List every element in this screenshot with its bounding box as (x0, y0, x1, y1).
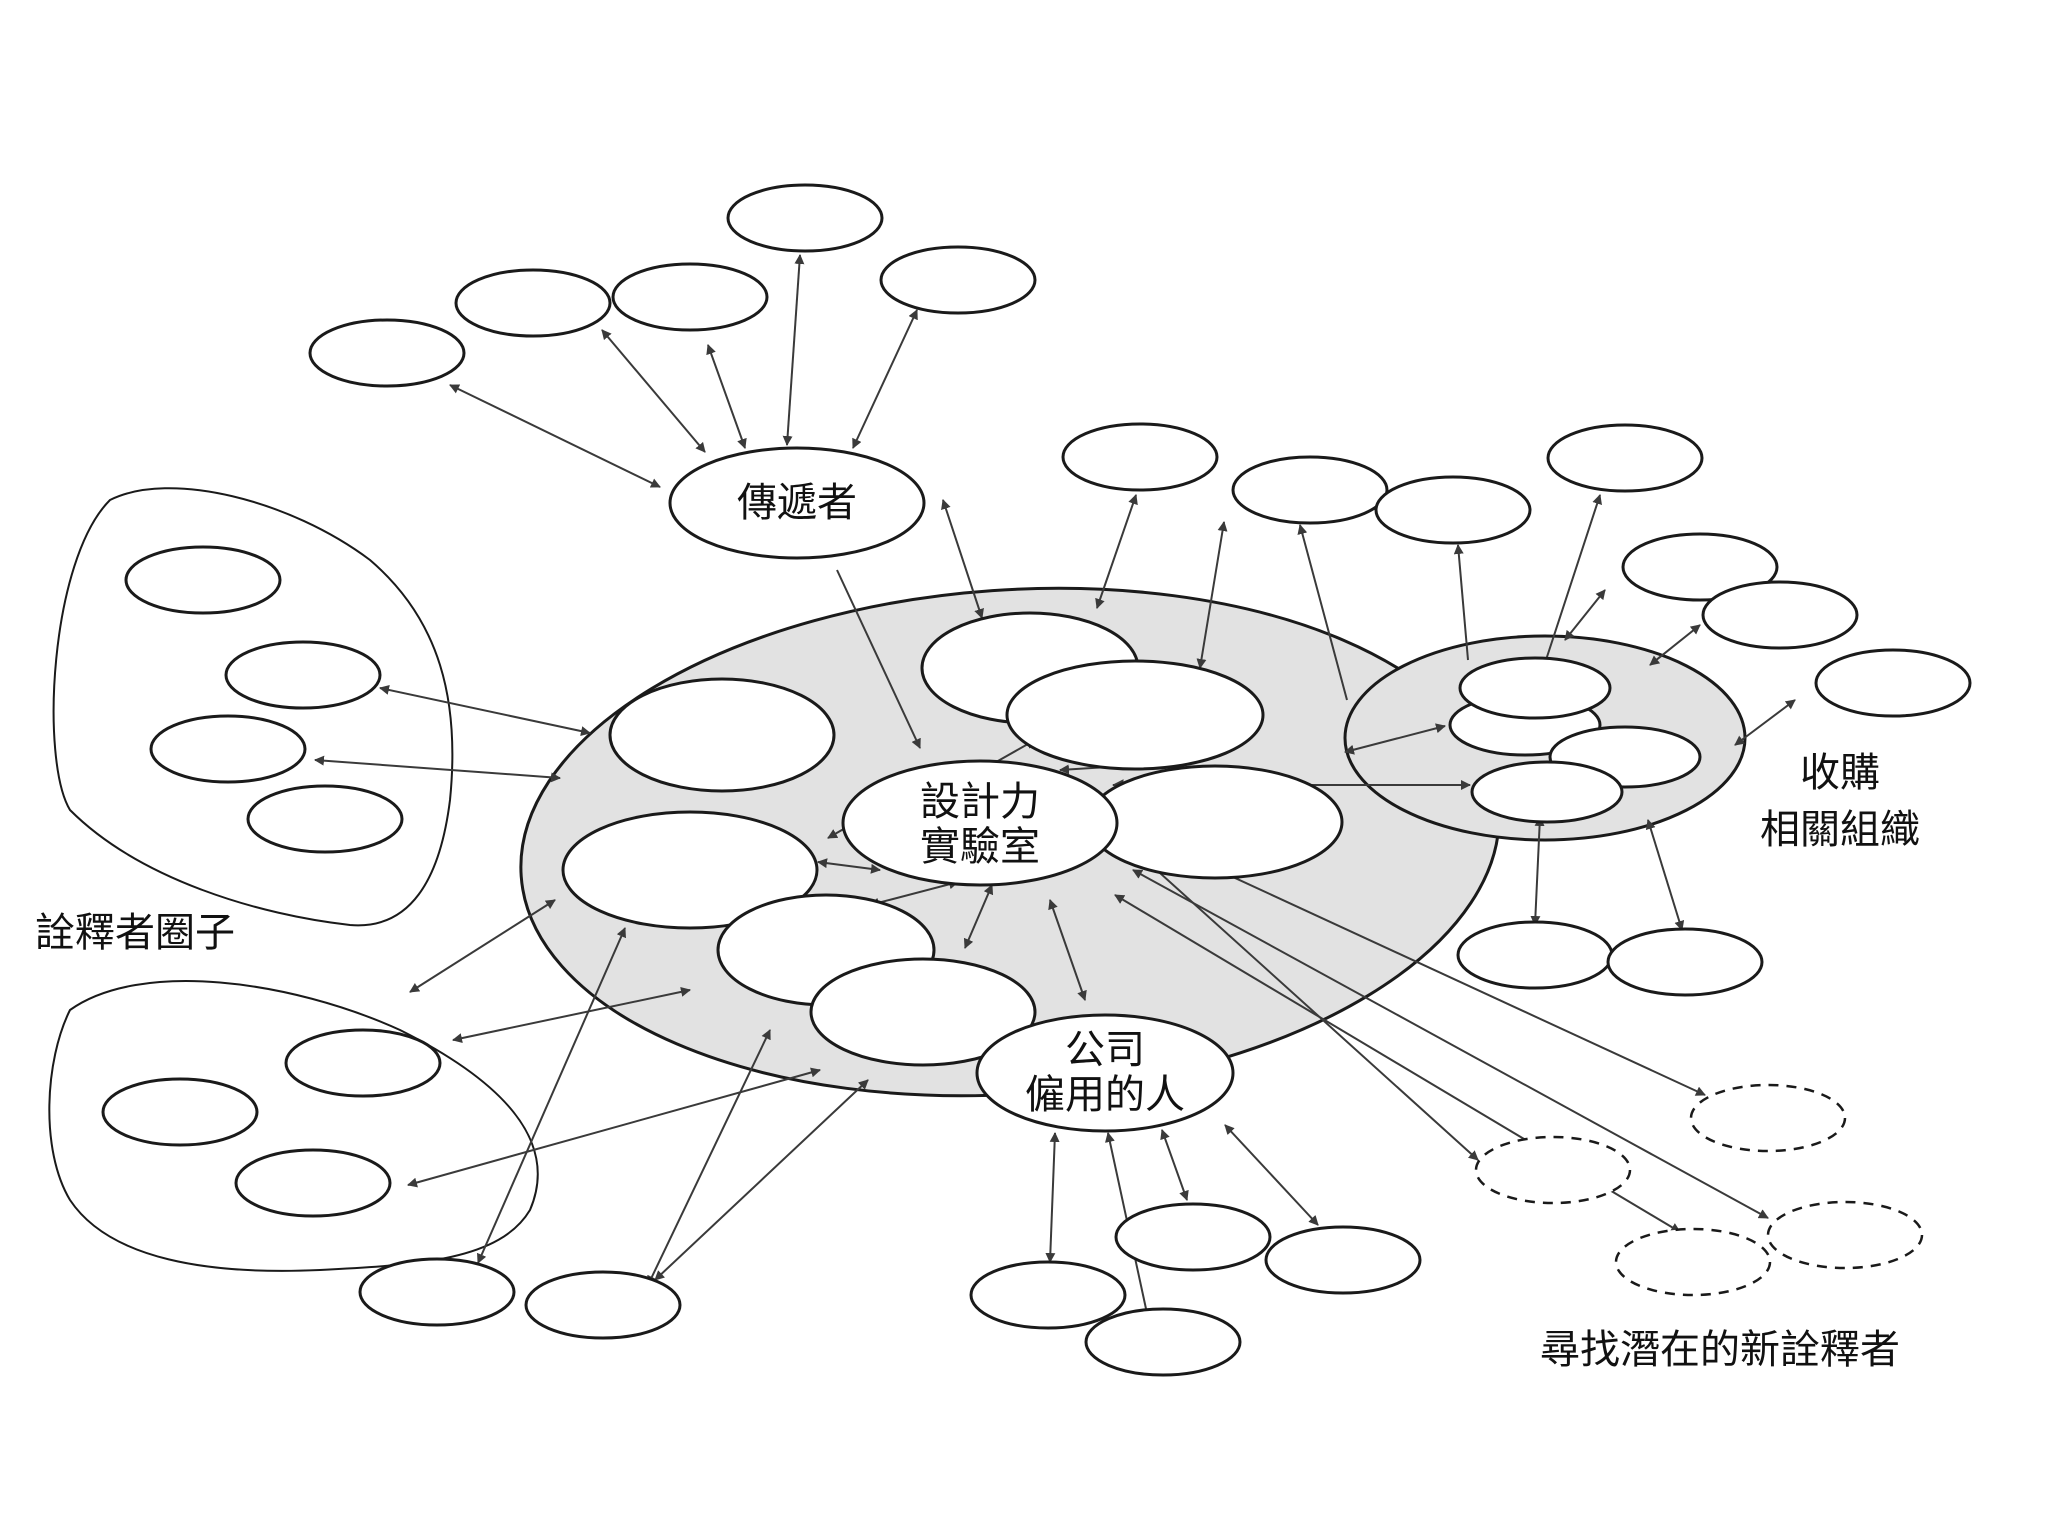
new-interpreters-label: 尋找潛在的新詮釋者 (1540, 1327, 1900, 1373)
transmitter-nodes (308, 183, 1037, 388)
design-lab-label-line1: 設計力 (920, 779, 1040, 825)
design-lab-label-line2: 實驗室 (920, 824, 1040, 870)
design-lab-node (841, 759, 1119, 887)
interpreters-circle-lower (48, 980, 539, 1272)
acquisition-outer-nodes (1374, 423, 1972, 997)
transmitters-label: 傳遞者 (737, 480, 857, 526)
transmitters-node (668, 446, 926, 560)
bottom-nodes (358, 1202, 1422, 1377)
potential-new-interpreter-nodes (1474, 1083, 1924, 1297)
company-label-line1: 公司 (1065, 1027, 1145, 1073)
acquisition-members (1448, 656, 1702, 824)
acquisition-label-line2: 相關組織 (1760, 807, 1920, 853)
design-lab-members (561, 611, 1344, 1067)
interpreter-nodes (101, 545, 442, 1218)
company-employees-node (975, 1013, 1235, 1133)
acquisition-label-line1: 收購 (1800, 750, 1880, 796)
lab-top-nodes (1061, 422, 1389, 525)
company-label-line2: 僱用的人 (1025, 1072, 1185, 1118)
interpreters-label: 詮釋者圈子 (35, 910, 235, 956)
